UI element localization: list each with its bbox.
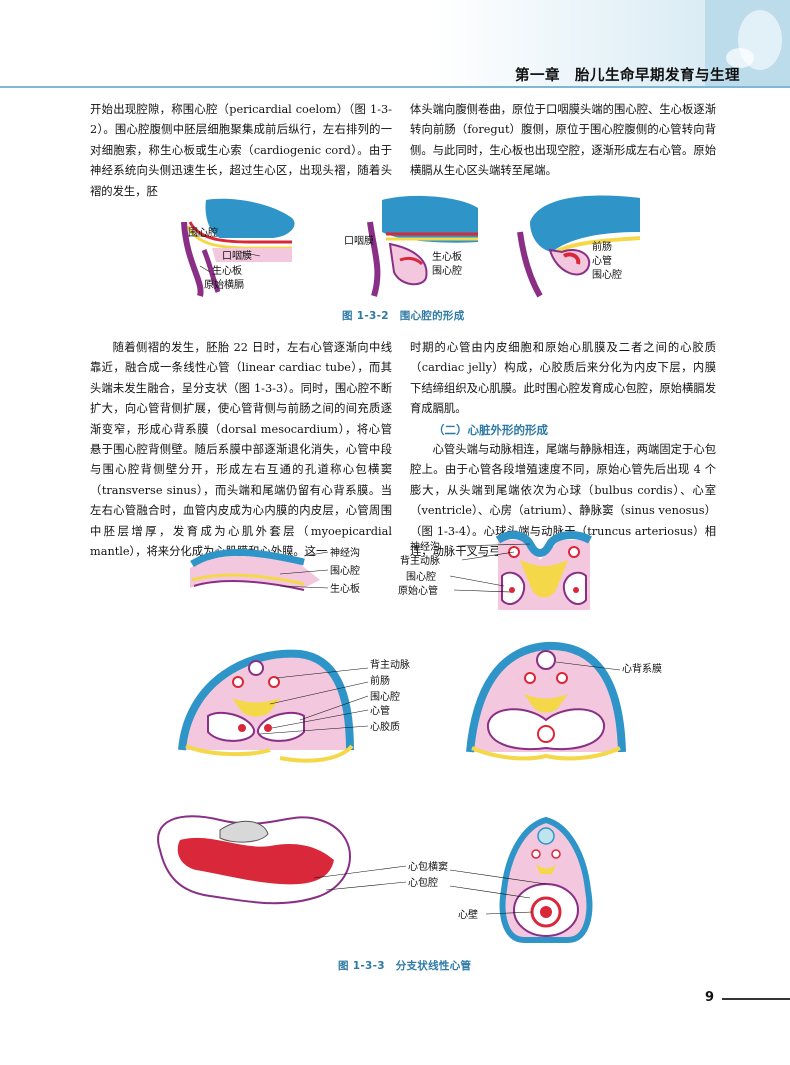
label-dorsal-aorta: 背主动脉 <box>400 554 440 567</box>
label-pericardial-cavity: 心包腔 <box>408 876 438 889</box>
header-rule <box>0 86 790 88</box>
fig-row2-right: 心背系膜 <box>466 641 662 761</box>
label-pericardial-cavity: 围心腔 <box>370 690 400 703</box>
label-primitive-heart-tube: 原始心管 <box>398 584 438 597</box>
fig-row3-left <box>157 815 407 905</box>
right-column-top: 体头端向腹侧卷曲，原位于口咽膜头端的围心腔、生心板逐渐转向前肠（foregut）… <box>410 100 716 182</box>
figure-1-3-2-caption: 图 1-3-2 围心腔的形成 <box>342 310 465 322</box>
paragraph: 体头端向腹侧卷曲，原位于口咽膜头端的围心腔、生心板逐渐转向前肠（foregut）… <box>410 103 716 178</box>
section-heading: （二）心脏外形的形成 <box>433 422 548 437</box>
label-pericardial-cavity: 围心腔 <box>188 226 218 239</box>
paragraph: 时期的心管由内皮细胞和原始心肌膜及二者之间的心胶质（cardiac jelly）… <box>410 341 716 416</box>
label-oropharyngeal-membrane: 口咽膜 <box>344 235 374 247</box>
figure-1-3-3-caption: 图 1-3-3 分支状线性心管 <box>338 960 472 972</box>
right-column-mid: 时期的心管由内皮细胞和原始心肌膜及二者之间的心胶质（cardiac jelly）… <box>410 338 716 562</box>
label-foregut: 前肠 <box>370 674 390 687</box>
fig-panel-2: 口咽膜 生心板 围心腔 <box>344 195 478 297</box>
label-heart-wall: 心壁 <box>458 908 478 921</box>
page-number-rule <box>722 998 790 1000</box>
label-dorsal-mesocardium: 心背系膜 <box>622 662 662 675</box>
figure-1-3-3: 神经沟 围心腔 生心板 神经沟 背主动脉 围心腔 原始心管 <box>157 531 662 943</box>
label-oropharyngeal-membrane: 口咽膜 <box>222 250 252 262</box>
label-pericardial-cavity: 围心腔 <box>330 564 360 577</box>
fig-row1-right: 神经沟 背主动脉 围心腔 原始心管 <box>398 531 592 610</box>
fig-row3-right <box>449 816 593 943</box>
label-neural-groove: 神经沟 <box>410 540 440 553</box>
label-pericardial-cavity: 围心腔 <box>406 570 436 583</box>
fig-row2-left <box>178 649 369 763</box>
fig-panel-3: 前肠 心管 围心腔 <box>517 195 641 298</box>
label-transverse-sinus: 心包横窦 <box>408 860 448 873</box>
page-number: 9 <box>705 990 715 1005</box>
chapter-title: 第一章 胎儿生命早期发育与生理 <box>515 68 740 84</box>
label-dorsal-aorta: 背主动脉 <box>370 658 410 671</box>
label-septum-transversum: 原始横膈 <box>204 278 244 291</box>
left-column-top: 开始出现腔隙，称围心腔（pericardial coelom）（图 1-3-2）… <box>90 100 392 202</box>
label-cardiogenic-plate: 生心板 <box>212 264 242 277</box>
label-heart-tube: 心管 <box>370 704 390 717</box>
label-pericardial-cavity: 围心腔 <box>432 264 462 277</box>
fig-panel-1: 围心腔 口咽膜 生心板 原始横膈 <box>181 198 295 297</box>
paragraph: 开始出现腔隙，称围心腔（pericardial coelom）（图 1-3-2）… <box>90 103 392 198</box>
label-pericardial-cavity: 围心腔 <box>592 268 622 281</box>
header-decoration <box>0 0 790 86</box>
label-foregut: 前肠 <box>592 240 612 253</box>
label-heart-tube: 心管 <box>592 254 612 267</box>
fig-row1-left: 神经沟 围心腔 生心板 <box>190 546 360 595</box>
figure-1-3-2: 围心腔 口咽膜 生心板 原始横膈 口咽膜 生心板 围心腔 前肠 心管 围心腔 <box>181 195 641 298</box>
paragraph: 心管头端与动脉相连，尾端与静脉相连，两端固定于心包腔上。由于心管各段增殖速度不同… <box>410 443 716 559</box>
label-neural-groove: 神经沟 <box>330 546 360 559</box>
label-cardiogenic-plate: 生心板 <box>432 250 462 263</box>
label-cardiac-jelly: 心胶质 <box>370 720 400 733</box>
label-cardiogenic-plate: 生心板 <box>330 582 360 595</box>
